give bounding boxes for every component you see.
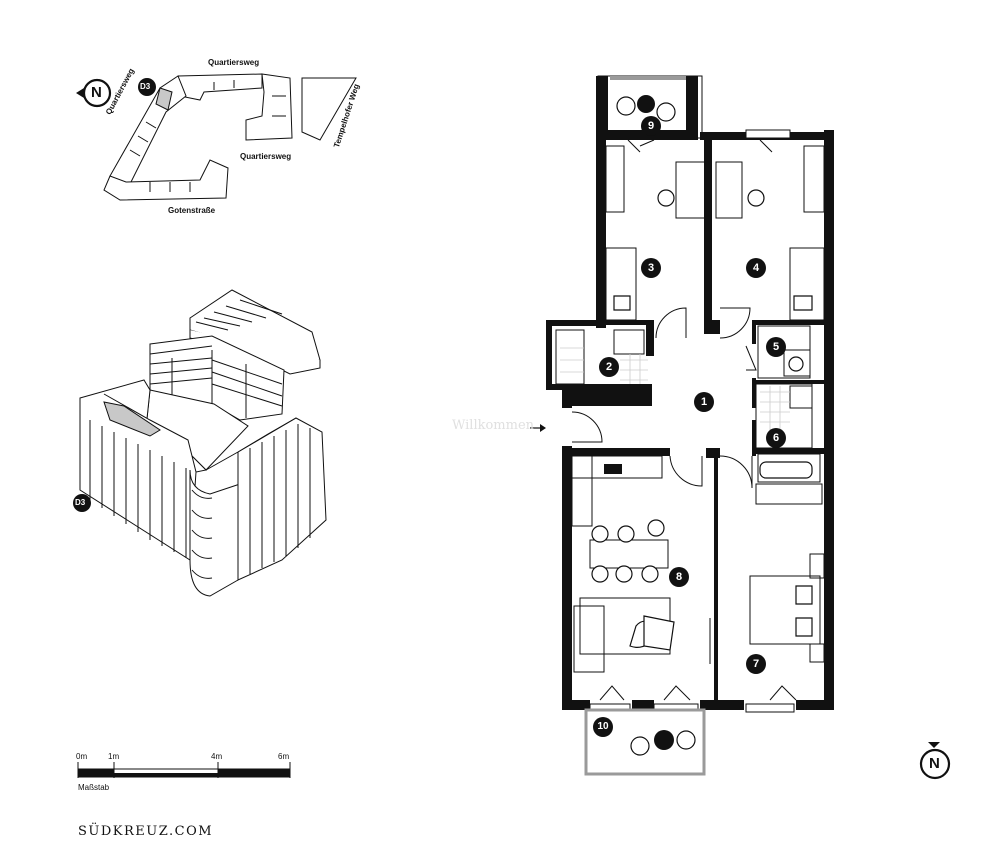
apartment-plan [530,75,834,776]
scale-tick-4: 4m [211,752,223,761]
street-label-inner: Quartiersweg [240,152,292,161]
compass-bottom-icon [919,742,951,780]
street-label-south: Gotenstraße [168,206,216,215]
site-building-label: D3 [140,82,151,91]
axon-building-label: D3 [75,498,86,507]
room-badge-7: 7 [746,654,766,674]
axon-building-marker-icon [73,494,91,512]
room-badge-3: 3 [641,258,661,278]
room-badge-10: 10 [593,717,613,737]
compass-bottom-label: N [929,755,940,772]
compass-top-label: N [91,84,102,101]
room-badge-5: 5 [766,337,786,357]
compass-top-icon [76,78,112,108]
street-label-north: Quartiersweg [208,58,260,67]
watermark: Willkommen [452,418,535,433]
room-badge-9: 9 [641,116,661,136]
room-badge-1: 1 [694,392,714,412]
room-badge-4: 4 [746,258,766,278]
room-badge-6: 6 [766,428,786,448]
scale-tick-1: 1m [108,752,120,761]
axonometric-building [79,289,327,597]
brand-footer: SÜDKREUZ.COM [78,824,214,839]
room-badge-8: 8 [669,567,689,587]
scale-bar [77,762,291,778]
scale-tick-6: 6m [278,752,290,761]
site-building-marker-icon [138,78,156,96]
scale-label: Maßstab [78,783,110,792]
room-badge-2: 2 [599,357,619,377]
site-plan [103,73,357,201]
scale-tick-0: 0m [76,752,88,761]
